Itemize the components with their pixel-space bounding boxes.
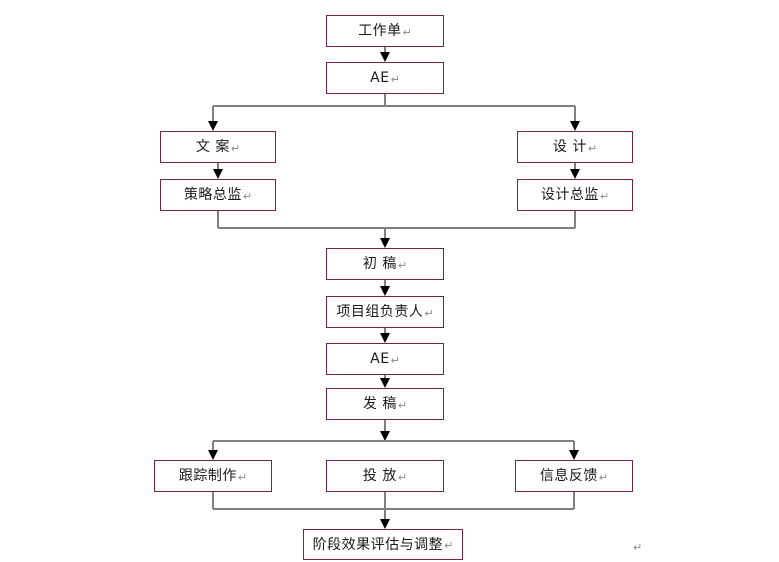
pilcrow-mark: ↵	[397, 470, 408, 484]
connector-bottom-row-merge	[212, 492, 575, 529]
node-work-order[interactable]: 工作单↵	[326, 15, 444, 47]
node-label: 跟踪制作	[178, 468, 237, 484]
node-design[interactable]: 设 计↵	[517, 131, 633, 163]
pilcrow-mark: ↵	[390, 353, 400, 367]
pilcrow-mark: ↵	[424, 306, 434, 320]
pilcrow-mark: ↵	[444, 539, 454, 552]
pilcrow-mark: ↵	[397, 258, 408, 272]
pilcrow-mark: ↵	[242, 189, 253, 203]
node-project-lead[interactable]: 项目组负责人↵	[326, 296, 444, 328]
node-label: 发 稿	[362, 396, 397, 412]
connector-ae-mid-to-publish-draft	[380, 375, 390, 388]
pilcrow-mark: ↵	[587, 141, 598, 155]
node-label: 设计总监	[540, 187, 599, 203]
node-ae-mid[interactable]: AE↵	[326, 343, 444, 375]
node-label: 信息反馈	[539, 468, 598, 484]
node-ae-top[interactable]: AE↵	[326, 62, 444, 94]
connector-publish-draft-split-three	[208, 420, 579, 460]
node-label: 投 放	[362, 468, 397, 484]
node-label: 初 稿	[362, 256, 397, 272]
pilcrow-mark: ↵	[402, 25, 412, 39]
pilcrow-mark: ↵	[390, 72, 400, 86]
node-feedback[interactable]: 信息反馈↵	[515, 460, 633, 492]
node-label: AE	[370, 351, 390, 367]
node-copywriting[interactable]: 文 案↵	[160, 131, 276, 163]
node-label: 项目组负责人	[336, 304, 424, 320]
node-label: 策略总监	[183, 187, 242, 203]
pilcrow-mark: ↵	[397, 398, 408, 412]
node-publish-draft[interactable]: 发 稿↵	[326, 388, 444, 420]
node-placement[interactable]: 投 放↵	[326, 460, 444, 492]
pilcrow-mark: ↵	[230, 141, 241, 155]
pilcrow-mark: ↵	[237, 470, 248, 484]
connector-design-to-design-director	[570, 163, 580, 179]
node-design-director[interactable]: 设计总监↵	[517, 179, 633, 211]
connector-first-draft-to-project-lead	[380, 280, 390, 296]
connector-directors-merge-to-first-draft	[217, 211, 576, 248]
connector-work-order-to-ae-top	[380, 47, 390, 62]
standalone-pilcrow-mark: ↵	[633, 541, 643, 554]
node-label: 文 案	[195, 139, 230, 155]
node-label: 设 计	[552, 139, 587, 155]
node-label: 阶段效果评估与调整	[312, 536, 444, 553]
pilcrow-mark: ↵	[598, 470, 609, 484]
node-label: AE	[370, 70, 390, 86]
node-label: 工作单	[358, 23, 402, 39]
node-first-draft[interactable]: 初 稿↵	[326, 248, 444, 280]
connector-copywriting-to-strategy	[213, 163, 223, 179]
node-stage-evaluation[interactable]: 阶段效果评估与调整↵	[303, 529, 463, 560]
node-track-production[interactable]: 跟踪制作↵	[154, 460, 272, 492]
connector-ae-top-split	[208, 94, 580, 131]
node-strategy-director[interactable]: 策略总监↵	[160, 179, 276, 211]
pilcrow-mark: ↵	[599, 189, 610, 203]
connector-project-lead-to-ae-mid	[380, 328, 390, 343]
